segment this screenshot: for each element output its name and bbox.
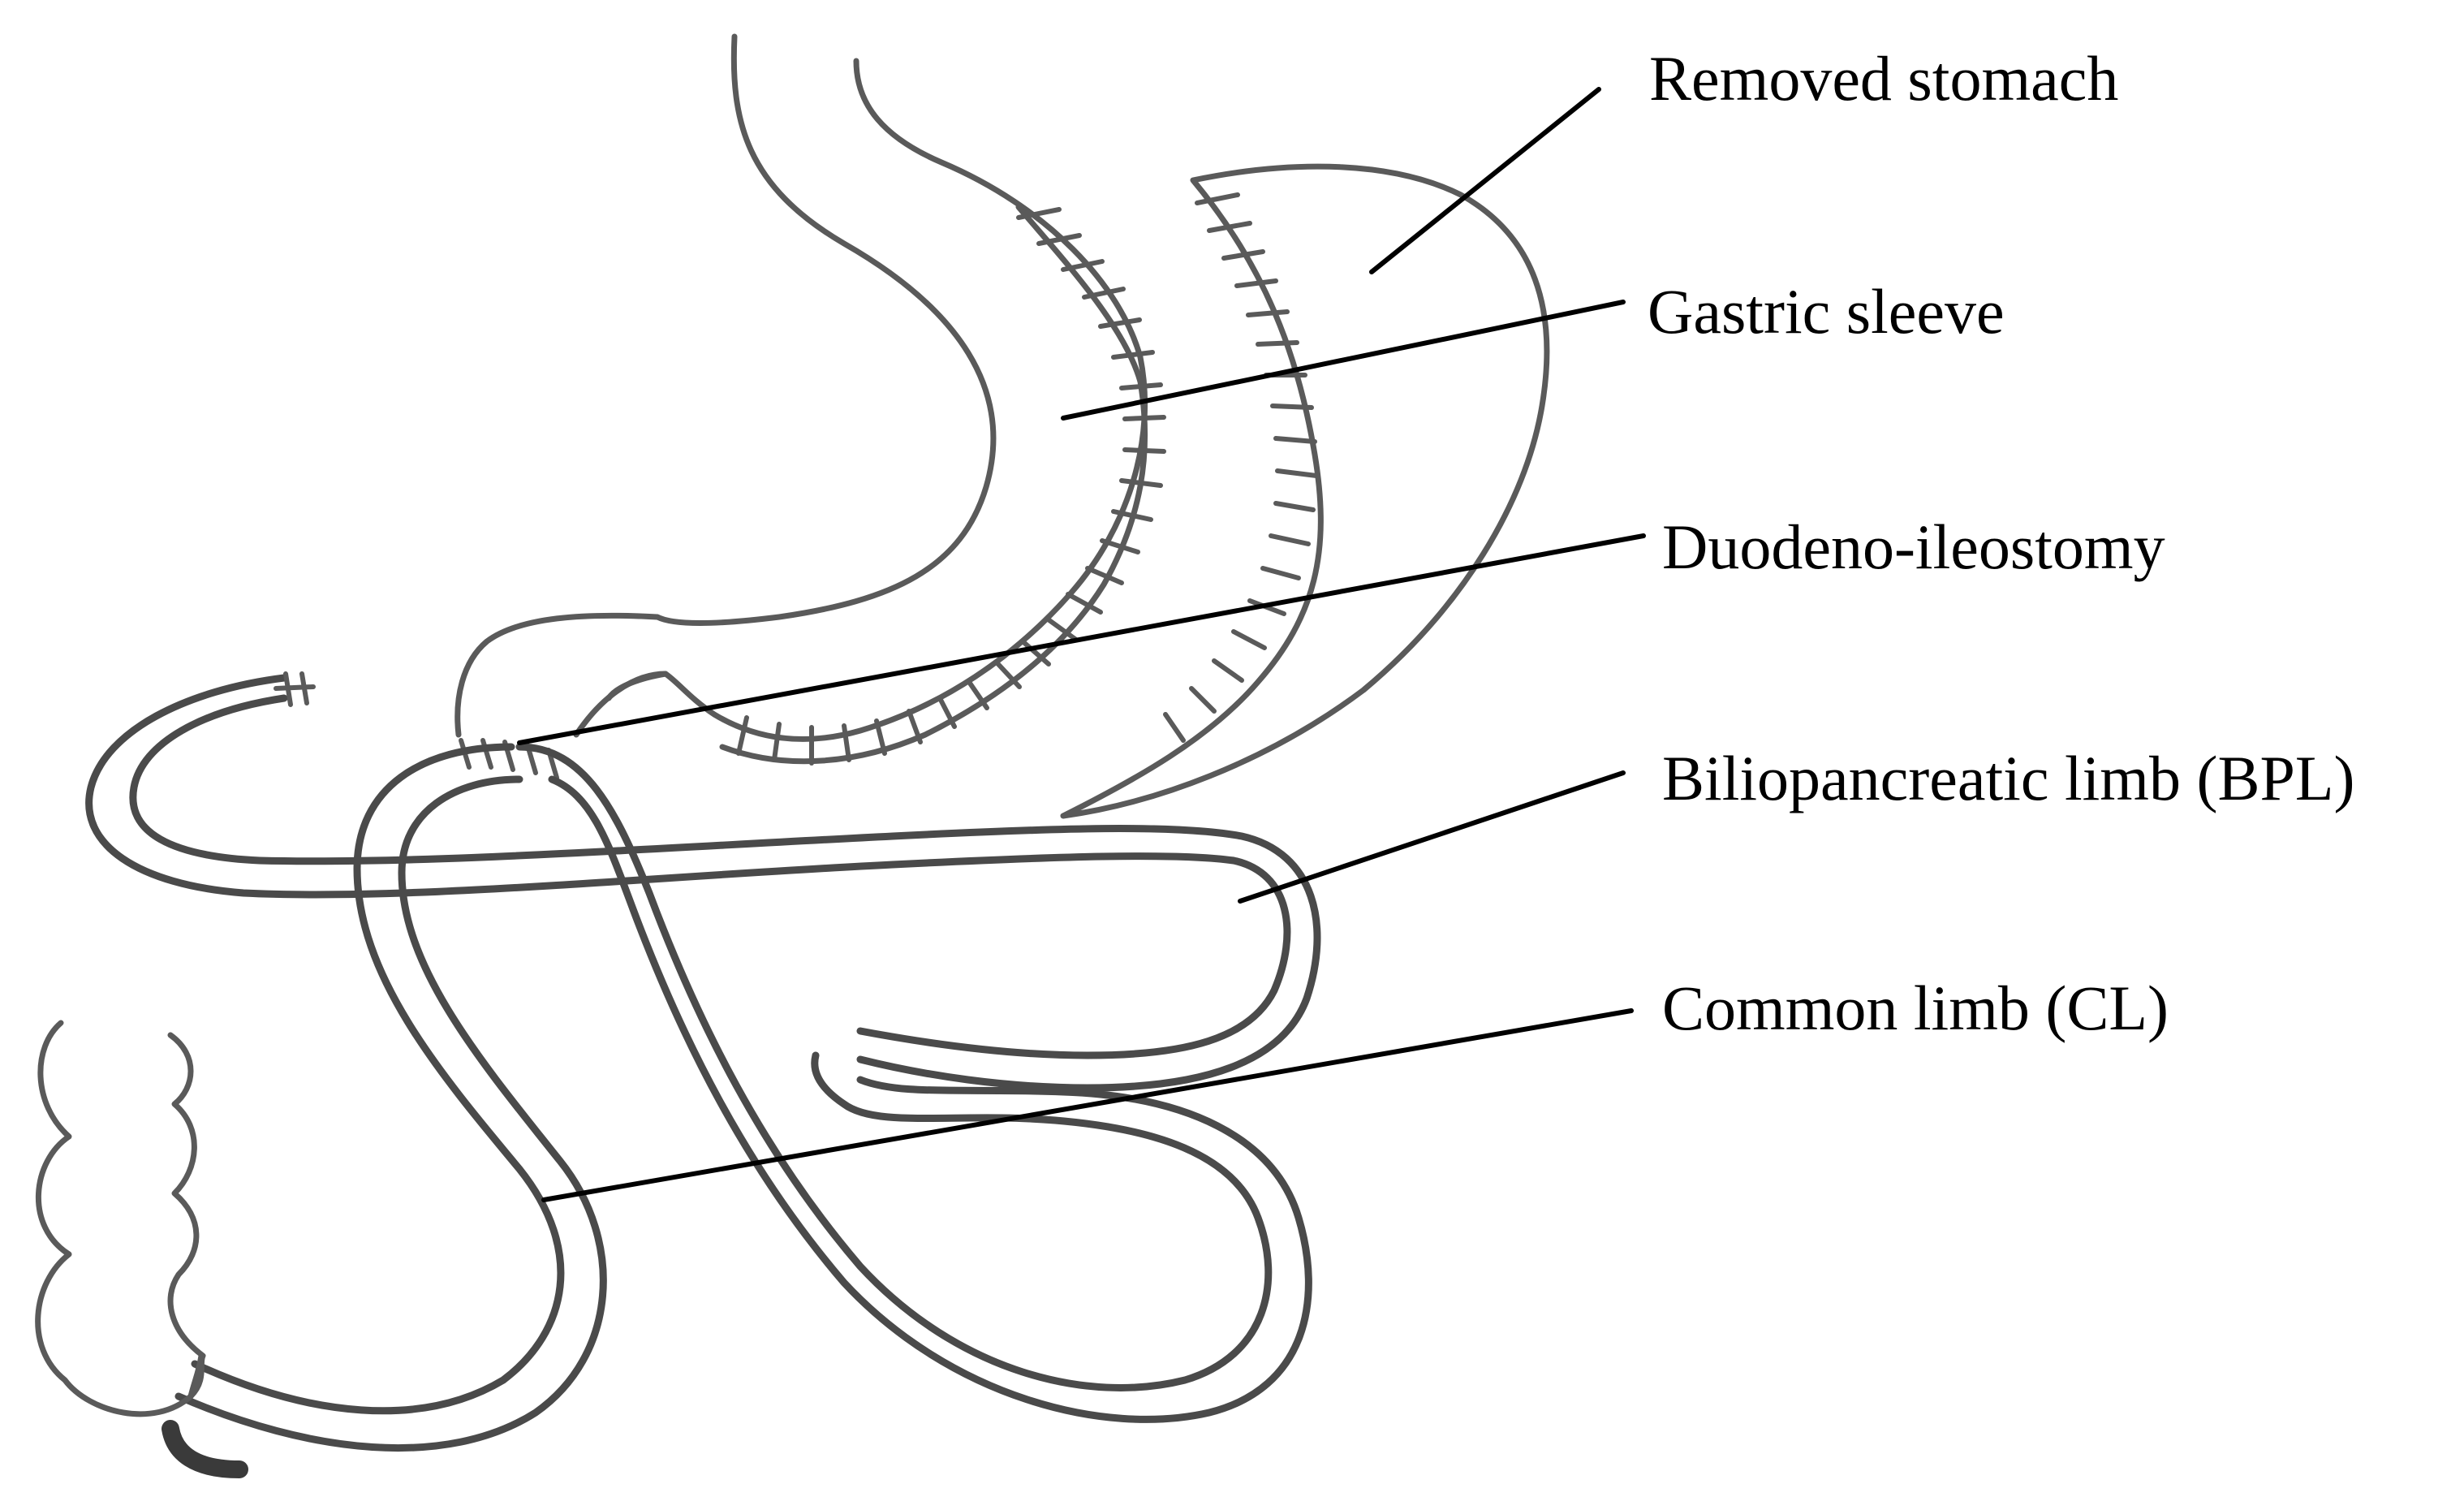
label-removed-stomach: Removed stomach <box>1649 43 2119 114</box>
colon <box>35 1020 248 1478</box>
label-gastric-sleeve: Gastric sleeve <box>1648 276 2005 347</box>
biliopancreatic-limb <box>85 671 1321 1092</box>
removed-stomach-outline <box>1060 163 1550 819</box>
label-biliopancreatic-limb: Biliopancreatic limb (BPL) <box>1662 743 2355 813</box>
common-limb <box>174 743 1312 1452</box>
leader-duodeno-ileostomy <box>517 533 1646 745</box>
gastric-sleeve-outline <box>454 33 1148 742</box>
leader-gastric-sleeve <box>1061 300 1626 421</box>
leader-removed-stomach <box>1369 87 1601 274</box>
sleeve-staple-line <box>719 204 1166 766</box>
leader-common-limb <box>541 1008 1634 1202</box>
label-common-limb: Common limb (CL) <box>1662 973 2169 1043</box>
leader-biliopancreatic-limb <box>1238 770 1626 904</box>
leader-lines <box>517 87 1646 1202</box>
label-duodeno-ileostomy: Duodeno-ileostomy <box>1662 511 2165 582</box>
